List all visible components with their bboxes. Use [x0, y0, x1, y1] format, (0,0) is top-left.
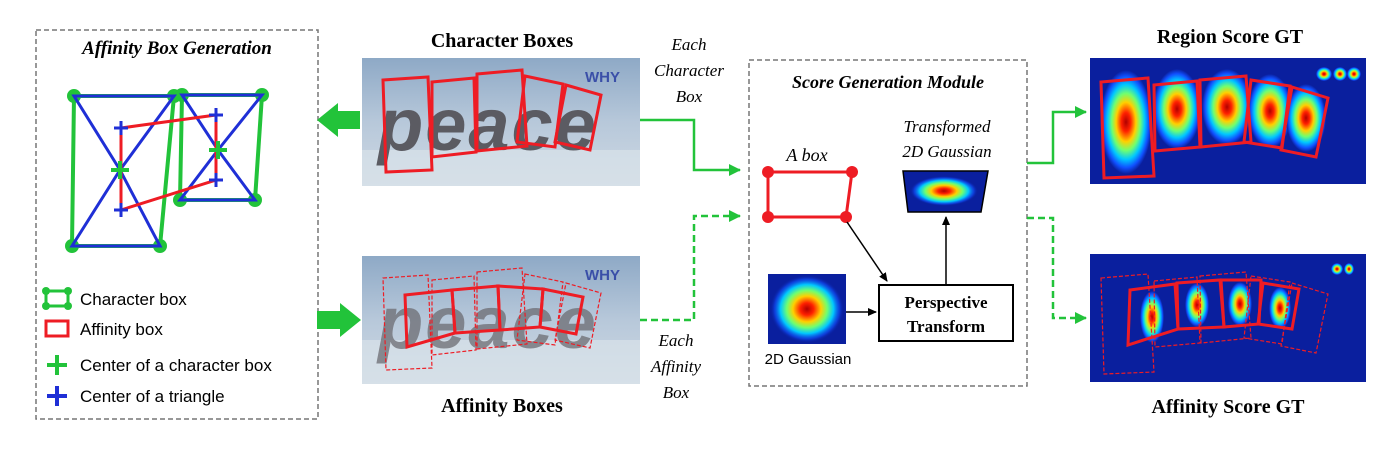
a-box-label: A box: [785, 145, 827, 165]
character-boxes-title: Character Boxes: [431, 30, 574, 52]
transformed-gaussian-image: [902, 170, 989, 213]
svg-text:Each: Each: [658, 331, 694, 350]
green-rounded-box-icon: [44, 289, 70, 308]
green-plus-icon: [47, 355, 67, 375]
score-generation-module: Score Generation Module A box Transforme…: [748, 59, 1028, 387]
svg-text:Perspective: Perspective: [904, 293, 988, 312]
watermark: WHY: [585, 69, 620, 86]
each-affinity-box-label: Each Affinity Box: [650, 331, 702, 402]
transformed-gaussian-label: Transformed 2D Gaussian: [902, 117, 991, 161]
affinity-panel-title: Affinity Box Generation: [81, 38, 272, 59]
legend-label: Affinity box: [80, 320, 163, 339]
svg-text:Affinity: Affinity: [650, 357, 702, 376]
triangle-center-markers: [114, 108, 223, 217]
legend-label: Center of a triangle: [80, 387, 225, 406]
output-connectors: [1027, 106, 1087, 324]
affinity-score-title: Affinity Score GT: [1152, 396, 1306, 418]
affinity-box-generation-panel: Affinity Box Generation: [35, 29, 319, 420]
module-arrows: [846, 216, 950, 316]
character-boxes-image: WHY peace: [362, 58, 640, 186]
dashed-character-boxes: [382, 267, 602, 371]
gaussian-image: [768, 274, 846, 344]
svg-text:Character: Character: [654, 61, 724, 80]
triangles: [69, 93, 266, 248]
legend-item-character-center: Center of a character box: [47, 355, 272, 375]
region-score-title: Region Score GT: [1157, 26, 1304, 48]
watermark: WHY: [585, 267, 620, 284]
affinity-box-outlines: [403, 284, 585, 349]
left-arrow-icon: [317, 103, 360, 137]
blue-plus-icon: [47, 386, 67, 406]
svg-text:2D Gaussian: 2D Gaussian: [902, 142, 991, 161]
legend-label: Center of a character box: [80, 356, 272, 375]
svg-text:Transformed: Transformed: [904, 117, 991, 136]
svg-text:Transform: Transform: [907, 317, 985, 336]
perspective-transform-box: Perspective Transform: [878, 284, 1014, 342]
legend-item-affinity-box: Affinity box: [44, 319, 163, 339]
affinity-boxes-image: WHY peace: [362, 256, 640, 384]
panel-arrows: [317, 103, 361, 337]
red-box-icon: [44, 319, 70, 338]
module-title: Score Generation Module: [792, 72, 984, 92]
character-box-outlines: [381, 68, 603, 174]
a-box-shape: [762, 166, 858, 223]
legend-label: Character box: [80, 290, 187, 309]
right-arrow-icon: [317, 303, 361, 337]
each-character-box-label: Each Character Box: [654, 35, 724, 106]
svg-text:Box: Box: [663, 383, 690, 402]
region-score-heatmap: [1090, 58, 1366, 184]
input-connectors: [640, 118, 741, 322]
legend-item-character-box: Character box: [42, 287, 187, 310]
affinity-illustration: [65, 88, 269, 253]
legend-item-triangle-center: Center of a triangle: [47, 386, 225, 406]
box-center-markers: [111, 141, 227, 179]
gaussian-label: 2D Gaussian: [765, 351, 852, 368]
affinity-score-heatmap: [1090, 254, 1366, 382]
legend: Character box Affinity box Center of a c…: [42, 287, 272, 406]
affinity-boxes-title: Affinity Boxes: [441, 395, 563, 417]
svg-text:Box: Box: [676, 87, 703, 106]
svg-text:Each: Each: [671, 35, 707, 54]
